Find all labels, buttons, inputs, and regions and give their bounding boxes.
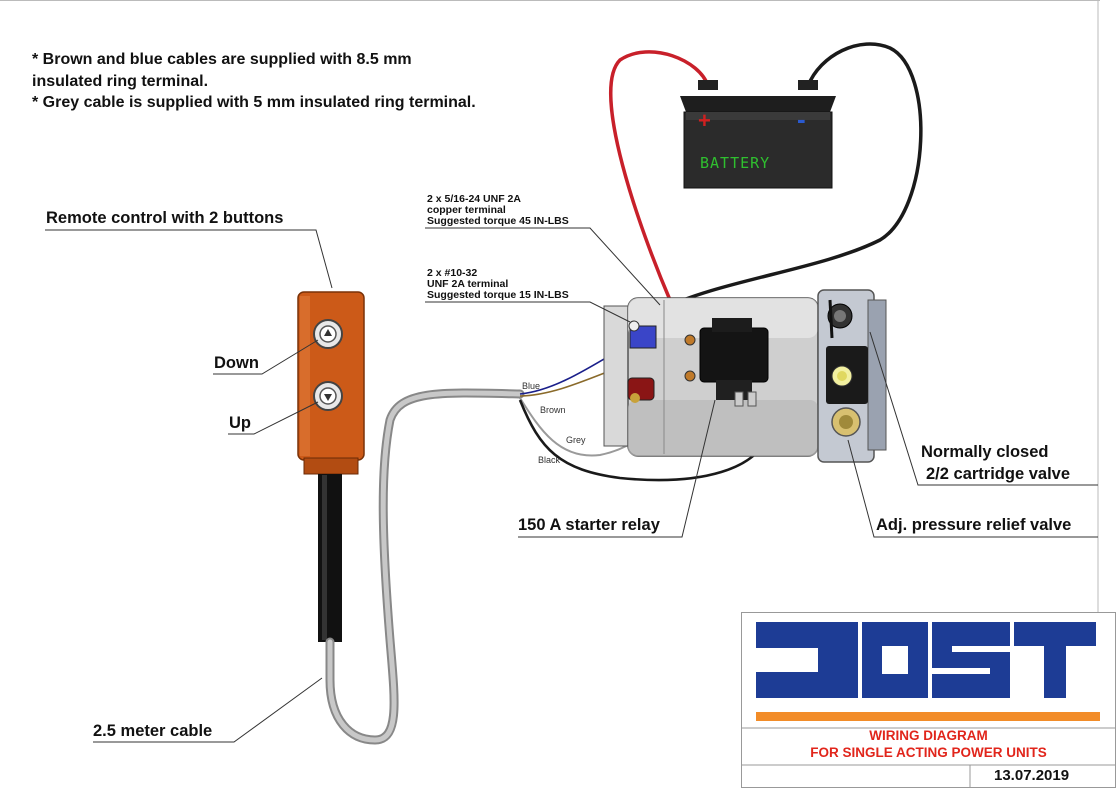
wire-label-brown: Brown [540, 405, 566, 415]
terminal-copper-line-1: 2 x 5/16-24 UNF 2A [427, 193, 521, 205]
title-block: WIRING DIAGRAM FOR SINGLE ACTING POWER U… [741, 612, 1116, 788]
title-line-1: WIRING DIAGRAM [869, 728, 988, 743]
terminal-unf-line-3: Suggested torque 15 IN-LBS [427, 289, 569, 301]
note-line-2: insulated ring terminal. [32, 73, 209, 90]
wire-label-black: Black [538, 455, 561, 465]
title-line-2: FOR SINGLE ACTING POWER UNITS [810, 745, 1047, 760]
battery [680, 80, 836, 189]
terminal-unf-spec: 2 x #10-32 UNF 2A terminal Suggested tor… [427, 268, 569, 301]
note-line-3: * Grey cable is supplied with 5 mm insul… [32, 94, 476, 111]
label-relief-valve: Adj. pressure relief valve [876, 516, 1072, 534]
note-line-1: * Brown and blue cables are supplied wit… [32, 51, 412, 68]
label-remote-control: Remote control with 2 buttons [46, 209, 284, 227]
valve-block [817, 289, 887, 463]
leader-lines [45, 227, 1098, 743]
terminal-unf-line-2: UNF 2A terminal [427, 278, 509, 290]
battery-plus: + [698, 108, 711, 133]
label-up: Up [229, 414, 251, 432]
label-down: Down [214, 354, 259, 372]
motor [603, 297, 819, 457]
terminal-copper-spec: 2 x 5/16-24 UNF 2A copper terminal Sugge… [427, 194, 569, 227]
title-date: 13.07.2019 [994, 767, 1070, 784]
label-starter-relay: 150 A starter relay [518, 516, 660, 534]
battery-label: BATTERY [700, 154, 771, 172]
label-normally-closed-2: 2/2 cartridge valve [926, 465, 1071, 483]
terminal-copper-line-3: Suggested torque 45 IN-LBS [427, 215, 569, 227]
battery-minus: - [797, 104, 806, 134]
red-wire [609, 50, 710, 336]
terminal-copper-line-2: copper terminal [427, 204, 506, 216]
wire-label-blue: Blue [522, 381, 541, 391]
wire-label-grey: Grey [566, 435, 586, 445]
terminal-unf-line-1: 2 x #10-32 [427, 267, 478, 279]
remote-control [297, 291, 365, 642]
black-wire-battery [659, 42, 923, 312]
label-cable: 2.5 meter cable [93, 722, 213, 740]
label-normally-closed-1: Normally closed [921, 443, 1049, 461]
jost-logo [756, 622, 1100, 721]
